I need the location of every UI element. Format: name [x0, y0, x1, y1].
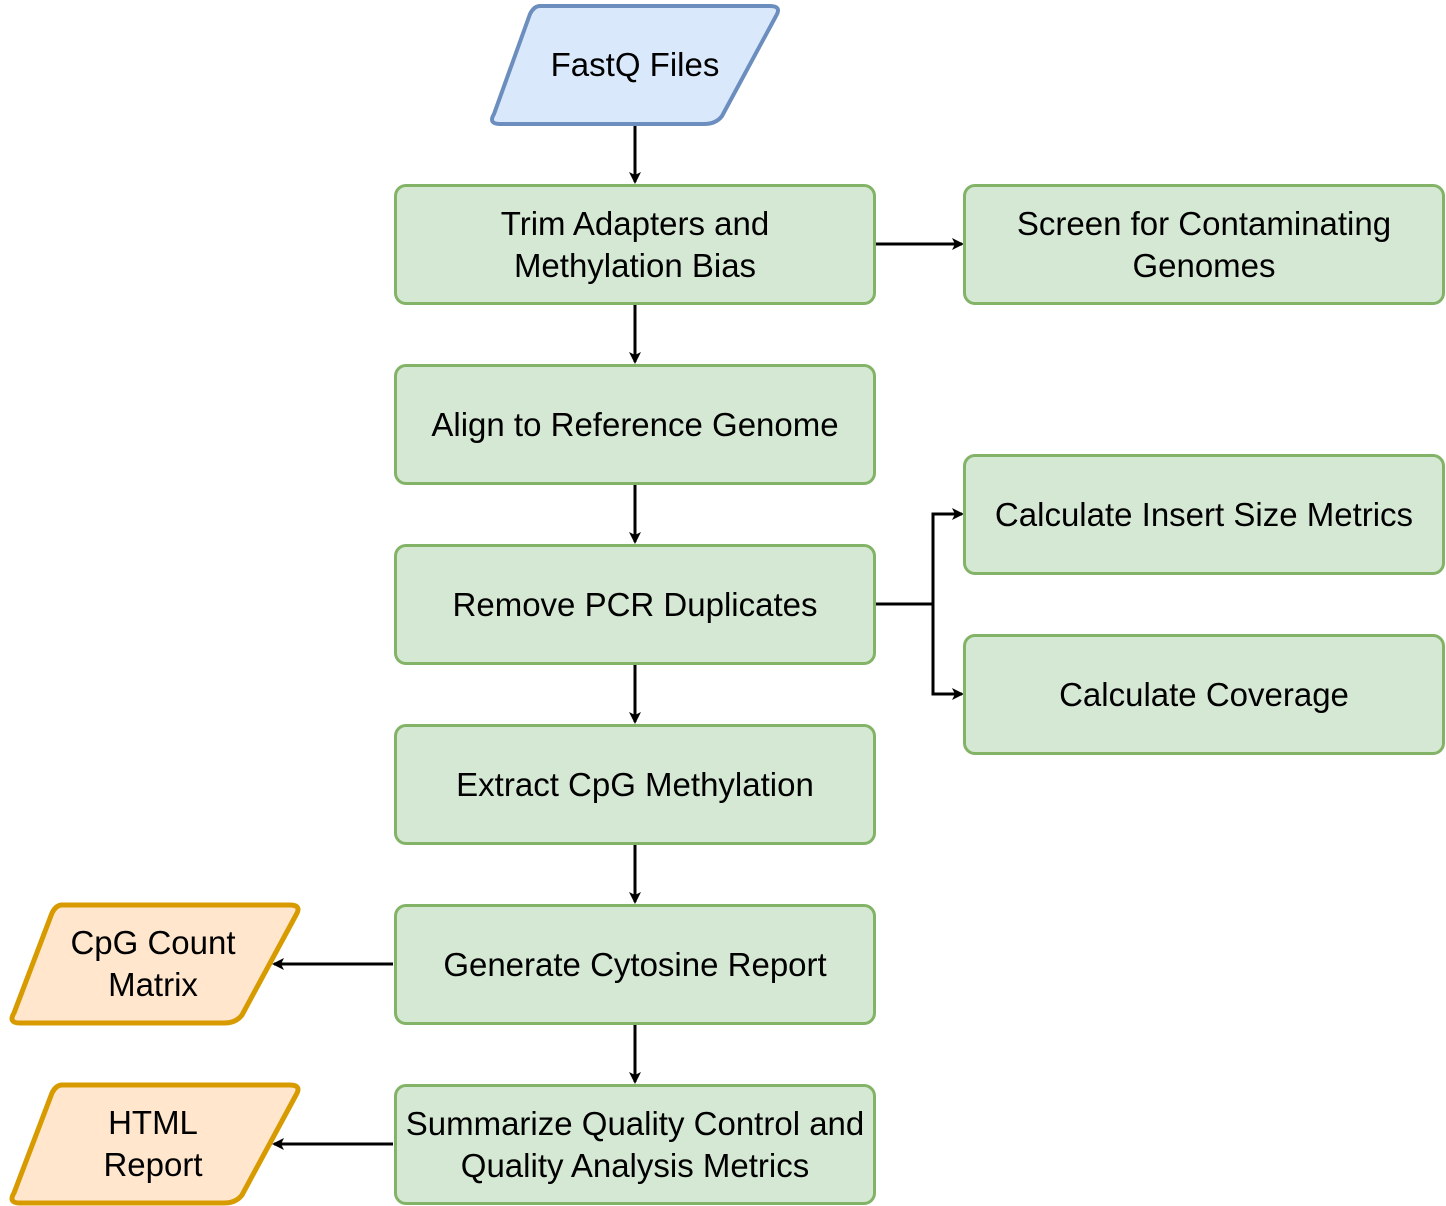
cpg-count-matrix-label: CpG Count Matrix [70, 924, 236, 1003]
html-report-label: HTML Report [103, 1104, 203, 1183]
extract-methylation-node: Extract CpG Methylation [394, 724, 876, 845]
summarize-metrics-node: Summarize Quality Control and Quality An… [394, 1084, 876, 1205]
edge-dedup-coverage [931, 604, 964, 700]
cytosine-report-node: Generate Cytosine Report [394, 904, 876, 1025]
remove-duplicates-node: Remove PCR Duplicates [394, 544, 876, 665]
fastq-files-shape [490, 4, 780, 126]
html-report-shape [9, 1082, 301, 1206]
insert-size-node: Calculate Insert Size Metrics [963, 454, 1445, 575]
coverage-node: Calculate Coverage [963, 634, 1445, 755]
html-report-node: HTML Report [40, 1085, 266, 1203]
edge-dedup-insert [876, 508, 964, 606]
cpg-count-matrix-node: CpG Count Matrix [40, 905, 266, 1023]
cpg-count-matrix-shape [9, 902, 301, 1026]
align-genome-node: Align to Reference Genome [394, 364, 876, 485]
fastq-files-node: FastQ Files [550, 46, 720, 83]
trim-adapters-node: Trim Adapters and Methylation Bias [394, 184, 876, 305]
screen-genomes-node: Screen for Contaminating Genomes [963, 184, 1445, 305]
